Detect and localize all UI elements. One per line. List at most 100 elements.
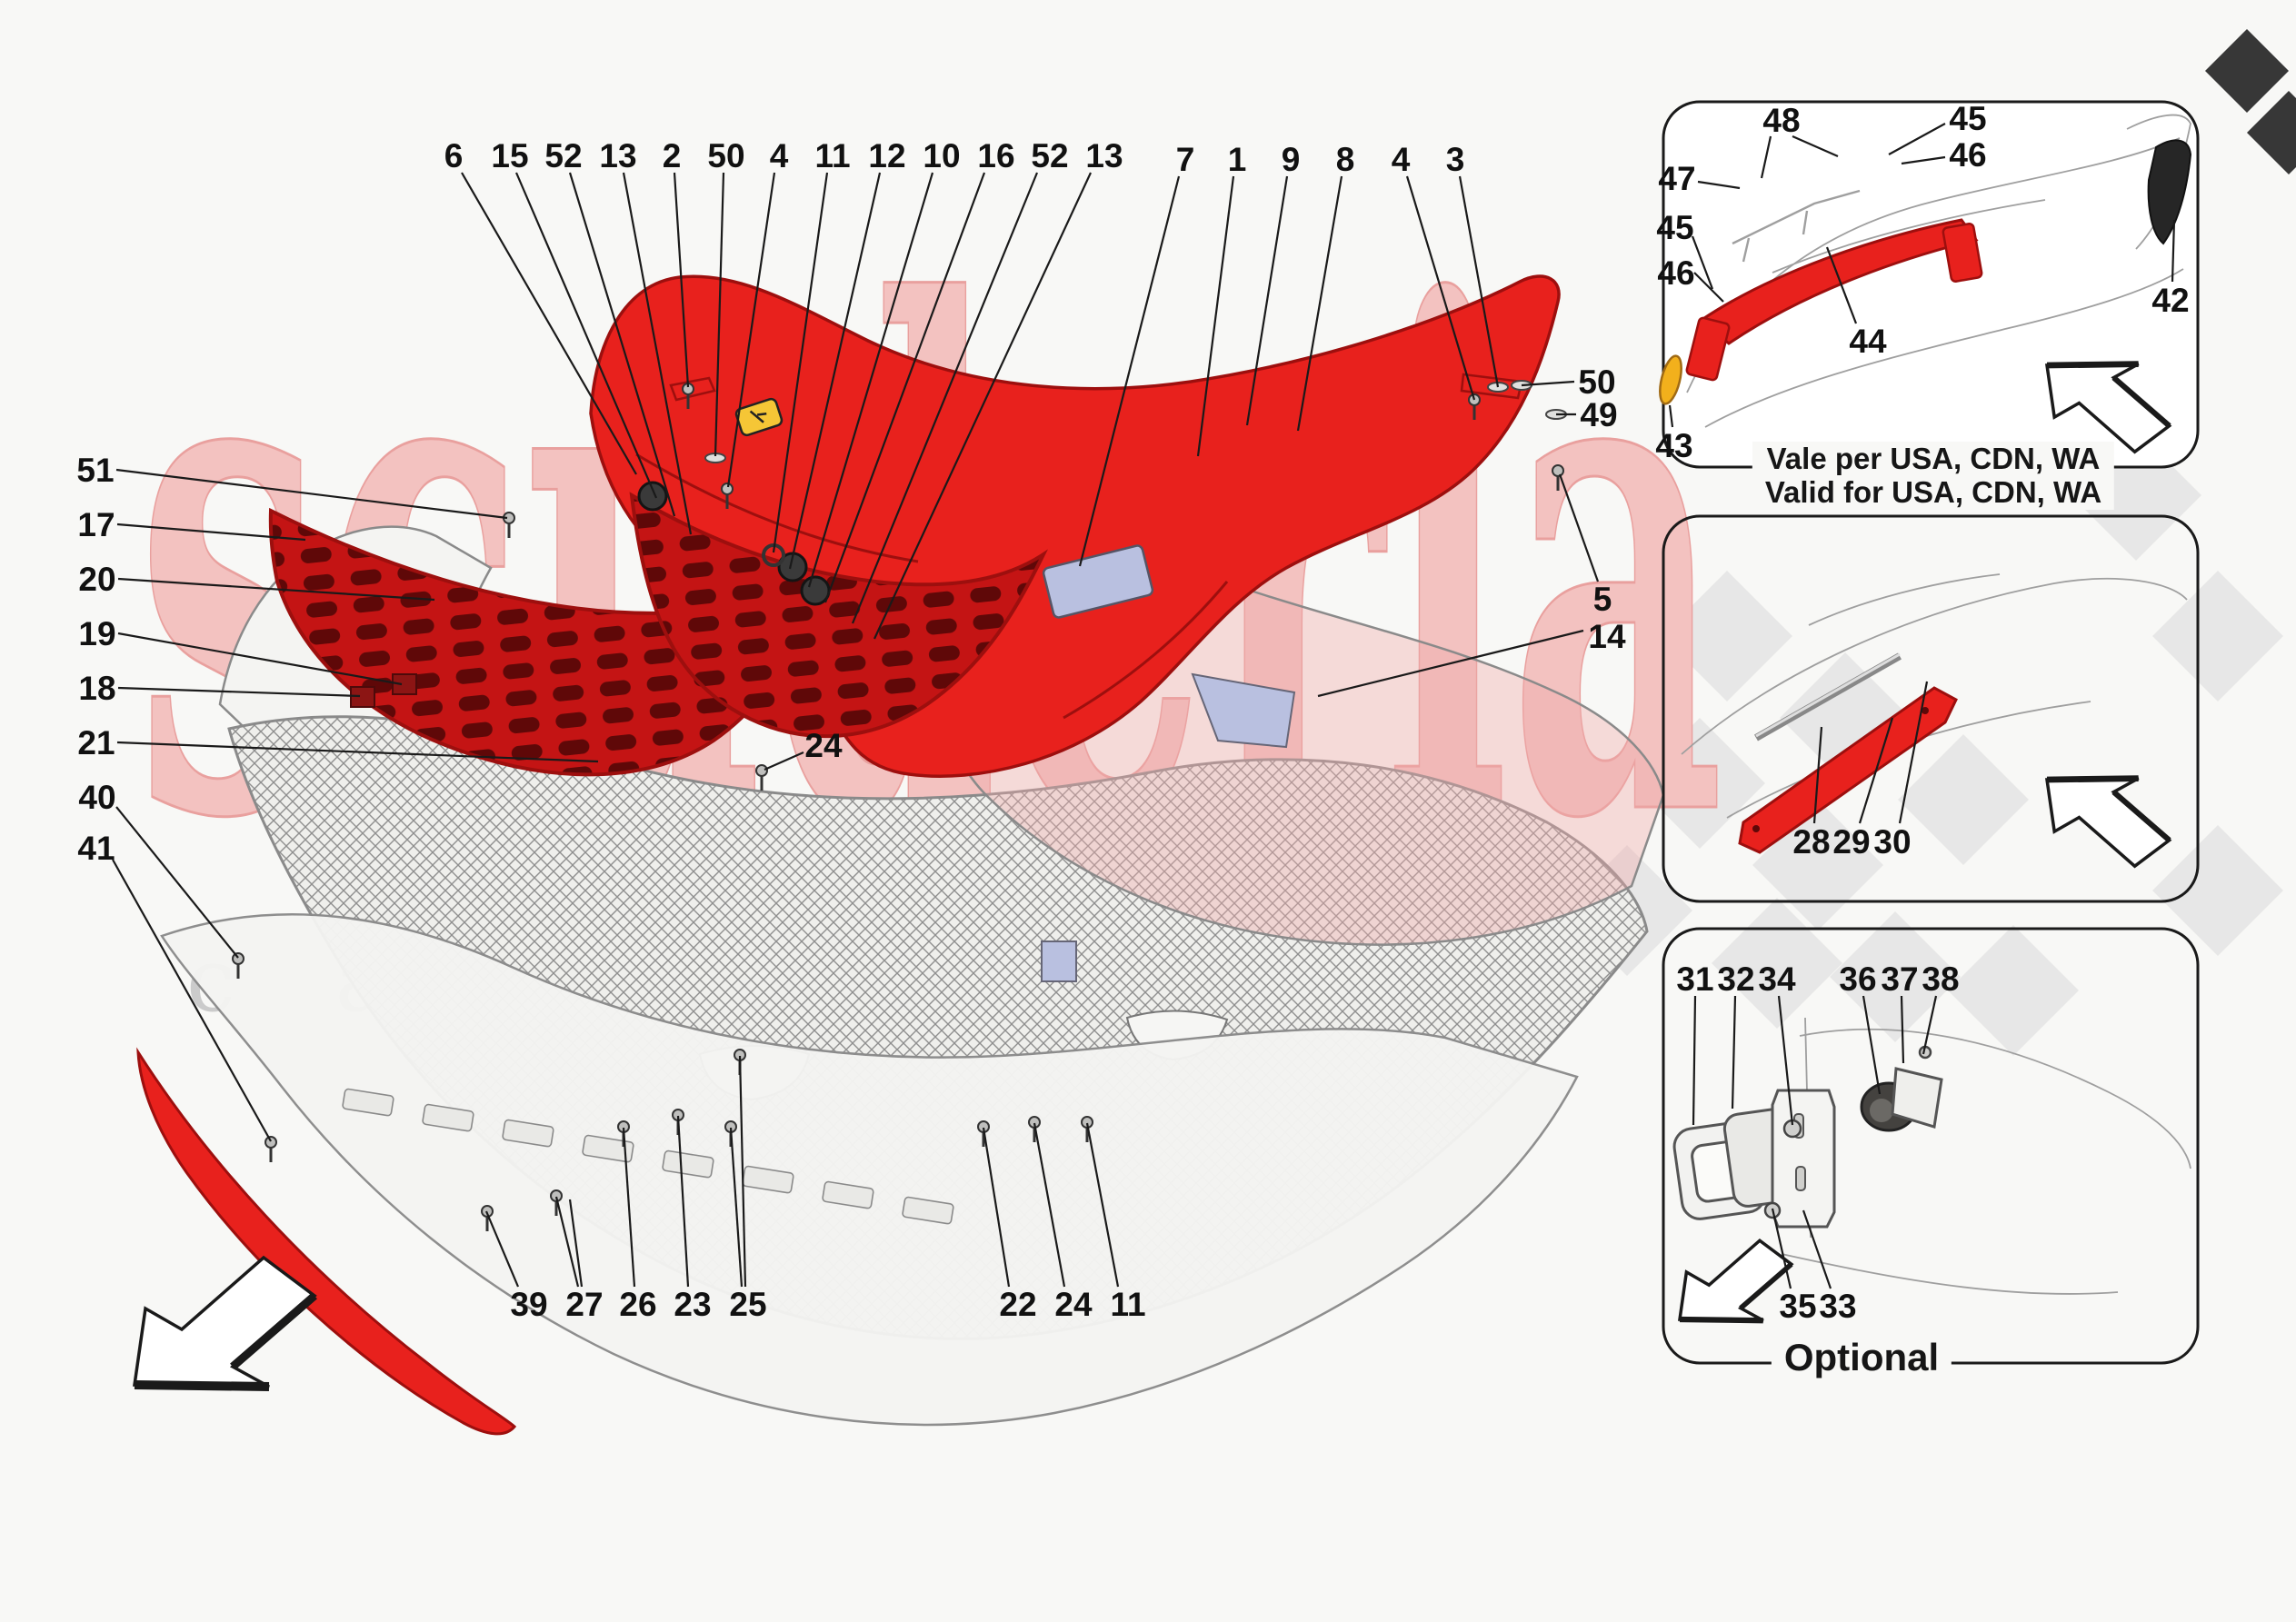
callout-13: 13 (599, 137, 636, 174)
leader-line-45 (1888, 123, 1946, 155)
leader-line-14 (1317, 629, 1584, 698)
license-plate-pad (1042, 544, 1154, 619)
callout-20: 20 (78, 561, 115, 598)
callout-37: 37 (1881, 960, 1918, 998)
inset-sketch-line (1781, 1253, 2119, 1295)
blue-corner-trim (1191, 672, 1296, 749)
leader-line-11 (1085, 1122, 1120, 1288)
callout-40: 40 (78, 779, 115, 816)
inset3-direction-arrow-shadow (1739, 1262, 1793, 1310)
callout-38: 38 (1922, 960, 1959, 998)
inset-sketch-line (1772, 199, 2046, 274)
leader-line-34 (1777, 995, 1794, 1126)
leader-line-8 (1296, 175, 1343, 432)
checkered-flag-watermark (1948, 925, 2079, 1056)
leader-line-31 (1692, 995, 1697, 1126)
callout-46: 46 (1949, 136, 1986, 174)
leader-line-51 (115, 468, 508, 520)
callout-4: 4 (770, 137, 789, 174)
leader-line-50 (714, 172, 725, 457)
callout-50: 50 (1578, 363, 1615, 401)
leader-line-33 (1802, 1209, 1832, 1289)
screw-fastener (1552, 464, 1564, 477)
inset-box-side-sill (1662, 514, 2200, 903)
callout-52: 52 (544, 137, 582, 174)
leader-line-4 (1405, 175, 1476, 401)
leader-line-20 (117, 577, 435, 602)
leader-line-46 (1693, 272, 1724, 303)
callout-24: 24 (1054, 1286, 1093, 1323)
leader-line-7 (1078, 175, 1181, 567)
caption-vale-per: Vale per USA, CDN, WA (1766, 442, 2101, 475)
main-direction-arrow-shadow (134, 1380, 270, 1391)
screw-fastener (232, 952, 245, 965)
leader-line-6 (461, 172, 637, 475)
callout-2: 2 (663, 137, 682, 174)
callout-41: 41 (77, 830, 115, 867)
callout-31: 31 (1676, 960, 1713, 998)
callout-52: 52 (1031, 137, 1068, 174)
callout-36: 36 (1839, 960, 1876, 998)
callout-42: 42 (2151, 282, 2189, 319)
callout-9: 9 (1282, 141, 1301, 178)
leader-line-18 (117, 686, 361, 698)
checkered-flag-watermark (1662, 571, 1792, 702)
checkered-flag-watermark (2152, 571, 2283, 702)
callout-44: 44 (1849, 323, 1887, 360)
shell-shading (1063, 581, 1229, 720)
leader-line-48 (1792, 134, 1839, 158)
callout-46: 46 (1657, 254, 1694, 292)
main-direction-arrow-shadow (230, 1292, 317, 1370)
skirt-vent-slot (902, 1196, 954, 1225)
callout-12: 12 (868, 137, 905, 174)
caption-valid-for: Valid for USA, CDN, WA (1764, 474, 2102, 509)
checkered-flag-watermark (1634, 718, 1765, 849)
callout-14: 14 (1588, 618, 1626, 655)
leader-line-24 (764, 751, 804, 771)
screw-fastener (721, 483, 734, 495)
leader-line-52 (568, 172, 676, 517)
callout-1: 1 (1228, 141, 1247, 178)
callout-18: 18 (78, 670, 115, 707)
leader-line-52 (851, 172, 1039, 624)
skirt-vent-slot (582, 1134, 634, 1163)
skirt-vent-slot (662, 1149, 714, 1179)
callout-27: 27 (565, 1286, 603, 1323)
callout-21: 21 (77, 724, 115, 761)
callout-35: 35 (1779, 1288, 1816, 1325)
inset2-direction-arrow-shadow (2111, 790, 2171, 842)
ferrari-badge-horse (749, 410, 767, 423)
callout-13: 13 (1085, 137, 1123, 174)
grille-mount-clip (350, 686, 375, 708)
callout-17: 17 (77, 506, 115, 543)
callout-45: 45 (1656, 209, 1693, 246)
leader-line-10 (807, 172, 934, 588)
callout-49: 49 (1580, 396, 1617, 433)
leader-line-22 (982, 1127, 1011, 1288)
upper-grille-mesh (629, 492, 1048, 739)
sensor-ring (762, 543, 785, 567)
leader-line-5 (1558, 473, 1600, 582)
leader-line-38 (1922, 995, 1938, 1055)
leader-line-40 (115, 806, 239, 959)
callout-22: 22 (999, 1286, 1036, 1323)
callout-4: 4 (1392, 141, 1411, 178)
callout-11: 11 (1110, 1286, 1145, 1323)
leader-line-25 (738, 1055, 747, 1288)
checkered-flag-watermark (2205, 29, 2289, 113)
leader-line-27 (554, 1196, 580, 1288)
shell-shading (635, 453, 919, 563)
callout-19: 19 (78, 615, 115, 652)
parking-sensor (800, 575, 831, 606)
leader-line-9 (1245, 175, 1289, 426)
skirt-vent-slot (422, 1103, 474, 1132)
leader-line-29 (1858, 717, 1894, 824)
checkered-flag-watermark (1898, 734, 2029, 865)
sill-blade (1738, 686, 1958, 854)
callout-32: 32 (1717, 960, 1754, 998)
checkered-flag-watermark (2152, 825, 2283, 956)
callout-34: 34 (1758, 960, 1796, 998)
inset1-direction-arrow-shadow (2046, 361, 2139, 369)
screw-fastener (755, 764, 768, 777)
